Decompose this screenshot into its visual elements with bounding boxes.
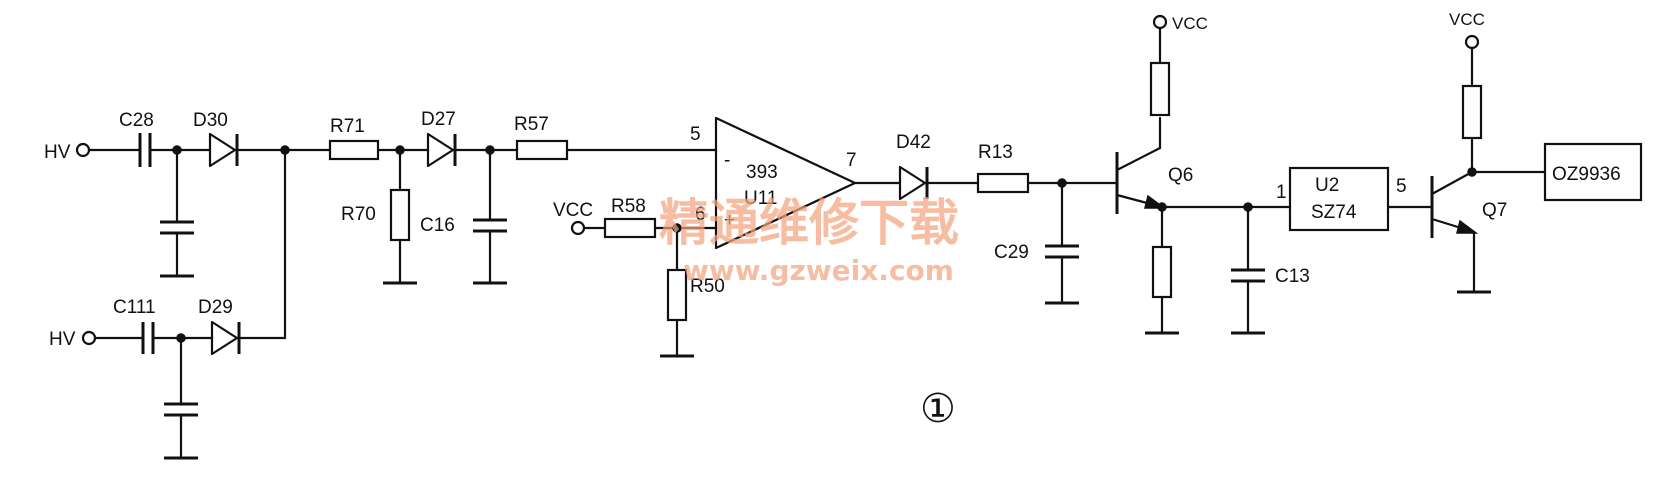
capacitor-c29 — [1045, 181, 1079, 305]
label-c111: C111 — [113, 297, 156, 318]
label-opamp-ref: U11 — [744, 188, 777, 209]
resistor-emitter-q6 — [1145, 205, 1179, 335]
label-u2-pin1: 1 — [1276, 182, 1287, 203]
transistor-q6 — [1115, 116, 1252, 214]
label-vcc-input: VCC — [553, 200, 593, 221]
resistor-r58 — [603, 217, 718, 239]
opamp-u11 — [714, 116, 902, 250]
diode-d30 — [208, 132, 332, 168]
label-c29: C29 — [994, 242, 1029, 263]
label-c13: C13 — [1275, 266, 1310, 287]
diode-d29 — [210, 320, 287, 356]
label-vcc-q6: VCC — [1172, 14, 1208, 33]
label-q6: Q6 — [1168, 165, 1193, 186]
resistor-collector-q6 — [1149, 14, 1171, 117]
label-c28: C28 — [119, 110, 154, 131]
ic-oz9936 — [1543, 142, 1643, 202]
label-hv-bottom: HV — [49, 329, 76, 350]
vcc-input — [570, 220, 607, 236]
label-r71: R71 — [330, 116, 365, 137]
capacitor-c16 — [473, 148, 507, 285]
ic-u2 — [1248, 166, 1434, 232]
label-opamp-part: 393 — [746, 162, 778, 183]
label-minus: - — [724, 150, 730, 171]
label-pin5: 5 — [690, 124, 701, 145]
label-hv-top: HV — [44, 142, 71, 163]
resistor-r50 — [660, 226, 694, 358]
watermark-url: www.gzweix.com — [683, 254, 954, 287]
label-u2-pin5: 5 — [1396, 176, 1407, 197]
label-d42: D42 — [896, 132, 931, 153]
label-r50: R50 — [690, 276, 725, 297]
resistor-r13 — [976, 172, 1119, 194]
resistor-r57 — [515, 139, 718, 161]
hv-input-top — [75, 142, 142, 158]
label-u2-part: SZ74 — [1311, 202, 1357, 223]
resistor-collector-q7 — [1461, 34, 1547, 174]
label-pin6: 6 — [695, 204, 706, 225]
diode-d27 — [426, 132, 519, 168]
label-u2-ref: U2 — [1315, 175, 1339, 196]
figure-number: ① — [920, 386, 956, 432]
capacitor-to-ground-top — [160, 148, 194, 278]
label-r58: R58 — [611, 196, 646, 217]
label-plus: + — [724, 210, 735, 231]
label-pin7: 7 — [846, 150, 857, 171]
label-r70: R70 — [341, 204, 376, 225]
diode-d42 — [898, 165, 980, 201]
capacitor-to-ground-bottom — [164, 336, 198, 460]
label-r13: R13 — [978, 142, 1013, 163]
capacitor-c13 — [1231, 205, 1265, 335]
label-d30: D30 — [193, 110, 228, 131]
hv-input-bottom — [81, 330, 145, 346]
label-vcc-q7: VCC — [1449, 10, 1485, 29]
resistor-r71 — [328, 139, 430, 161]
watermark-title: 精通维修下载 — [659, 194, 959, 252]
label-c16: C16 — [420, 215, 455, 236]
label-d29: D29 — [198, 297, 233, 318]
resistor-r70 — [383, 148, 417, 285]
label-r57: R57 — [514, 114, 549, 135]
transistor-q7 — [1430, 170, 1491, 294]
label-q7: Q7 — [1482, 200, 1507, 221]
label-oz9936: OZ9936 — [1552, 164, 1621, 185]
label-d27: D27 — [421, 109, 456, 130]
